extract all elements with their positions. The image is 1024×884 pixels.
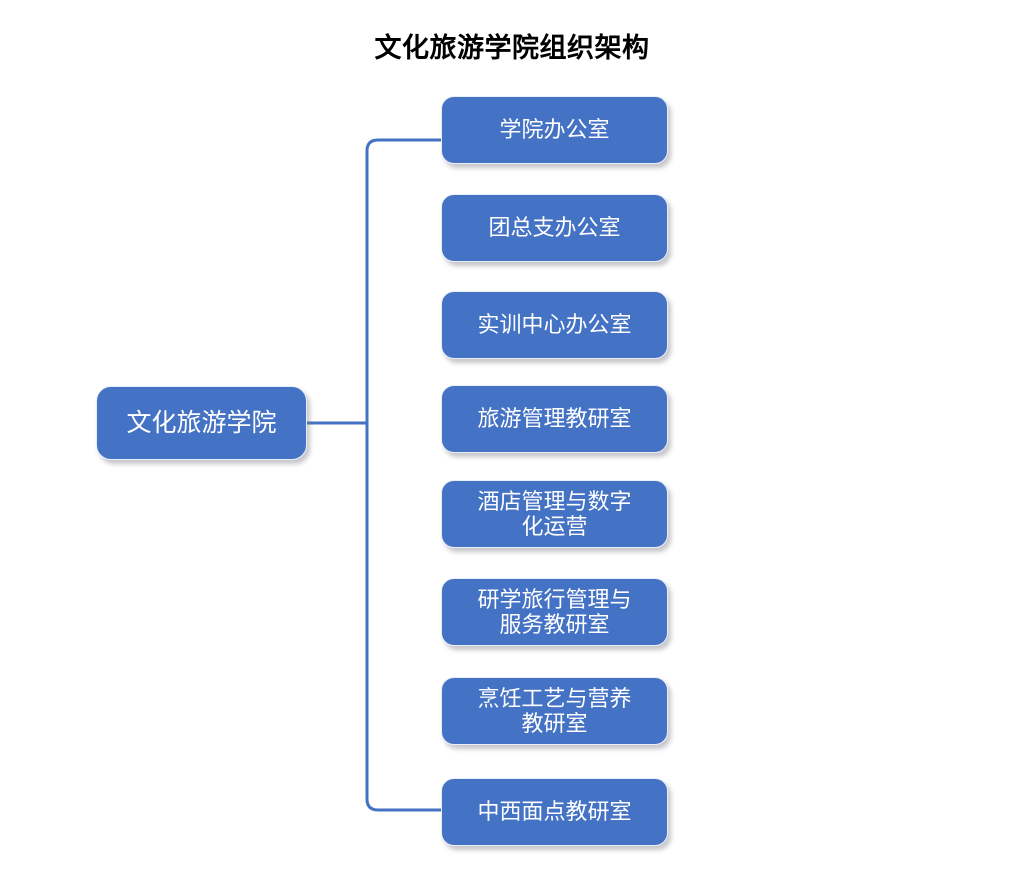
org-node-child-1-label: 团总支办公室: [488, 215, 621, 241]
org-node-child-2-label: 实训中心办公室: [477, 312, 632, 338]
org-node-child-3[interactable]: 旅游管理教研室: [441, 385, 668, 453]
org-node-child-4[interactable]: 酒店管理与数字 化运营: [441, 480, 668, 548]
org-node-child-0-label: 学院办公室: [499, 117, 610, 143]
org-node-child-3-label: 旅游管理教研室: [477, 406, 632, 432]
page-title: 文化旅游学院组织架构: [374, 33, 650, 63]
org-node-child-6-label: 烹饪工艺与营养 教研室: [477, 685, 632, 736]
org-node-child-1[interactable]: 团总支办公室: [441, 194, 668, 262]
org-node-child-4-label: 酒店管理与数字 化运营: [477, 488, 632, 539]
org-node-child-6[interactable]: 烹饪工艺与营养 教研室: [441, 677, 668, 745]
org-node-root-label: 文化旅游学院: [126, 408, 277, 437]
trunk-connector-line: [365, 138, 441, 812]
org-node-child-5-label: 研学旅行管理与 服务教研室: [477, 586, 632, 637]
org-node-child-7-label: 中西面点教研室: [477, 799, 632, 825]
org-node-root[interactable]: 文化旅游学院: [96, 386, 307, 460]
org-node-child-5[interactable]: 研学旅行管理与 服务教研室: [441, 578, 668, 646]
org-node-child-7[interactable]: 中西面点教研室: [441, 778, 668, 846]
org-node-child-0[interactable]: 学院办公室: [441, 96, 668, 164]
org-node-child-2[interactable]: 实训中心办公室: [441, 291, 668, 359]
